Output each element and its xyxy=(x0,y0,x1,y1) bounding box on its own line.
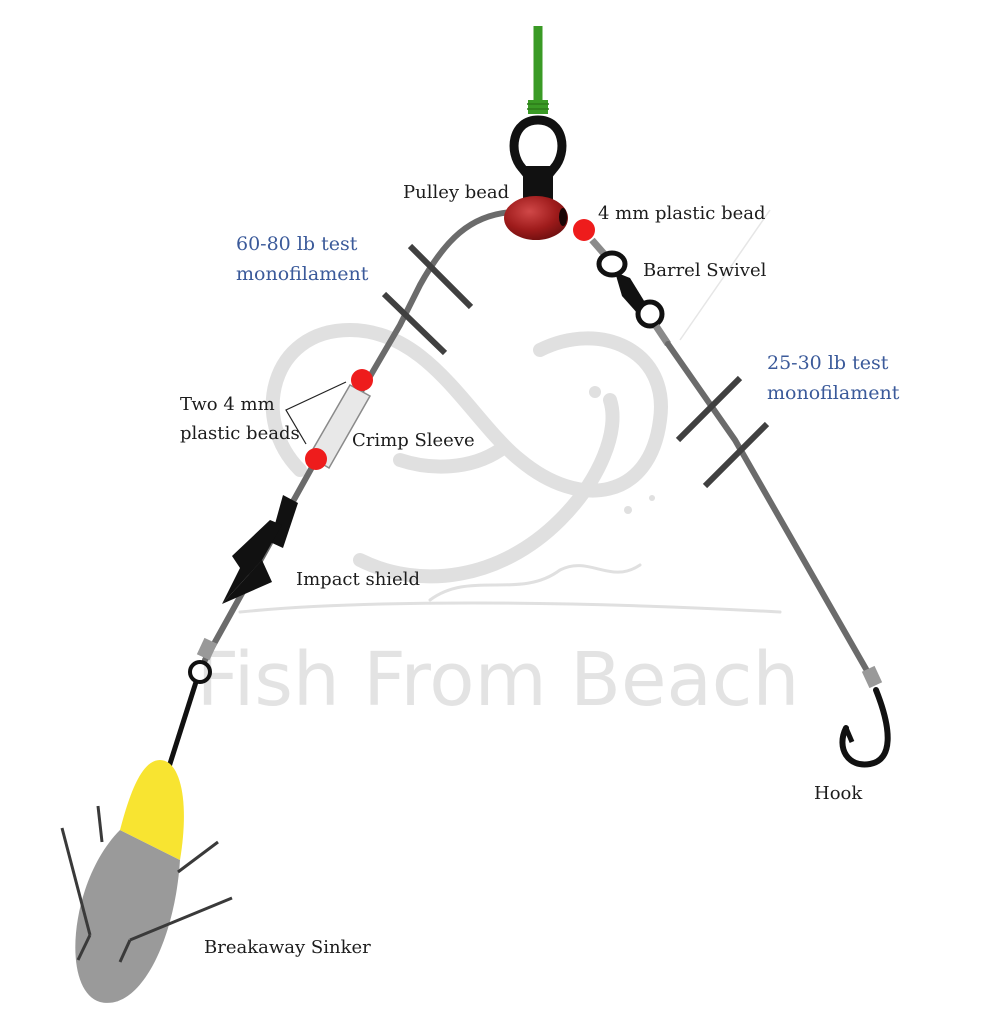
label-hook: Hook xyxy=(814,783,863,804)
plastic-bead-right xyxy=(573,219,595,241)
label-crimp-sleeve: Crimp Sleeve xyxy=(352,430,475,451)
label-pulley-bead: Pulley bead xyxy=(403,182,509,203)
label-heavy-mono-line2: monofilament xyxy=(236,263,369,285)
barrel-swivel-icon xyxy=(596,250,665,329)
label-light-mono-line1: 25-30 lb test xyxy=(767,352,889,374)
leader-crimp xyxy=(196,637,218,661)
label-two-beads-line1: Two 4 mm xyxy=(180,394,275,415)
hook-icon xyxy=(839,687,891,768)
label-barrel-swivel: Barrel Swivel xyxy=(643,260,767,281)
pulley-bead xyxy=(504,196,568,240)
plastic-bead-lower xyxy=(305,448,327,470)
watermark-text: Fish From Beach xyxy=(197,637,800,723)
line-break-mark xyxy=(407,243,474,310)
line-break-mark xyxy=(381,291,448,356)
watermark-logo xyxy=(238,322,782,614)
breakaway-sinker-icon xyxy=(60,760,233,1003)
sinker-leader xyxy=(165,681,199,771)
main-line-knot xyxy=(528,100,548,114)
label-impact-shield: Impact shield xyxy=(296,569,420,590)
sinker-ring xyxy=(188,660,212,684)
heavy-mono-leader xyxy=(202,209,515,663)
label-plastic-bead: 4 mm plastic bead xyxy=(598,203,766,224)
label-heavy-mono-line1: 60-80 lb test xyxy=(236,233,358,255)
crimp-sleeve xyxy=(307,383,372,470)
snap-link-icon xyxy=(509,115,567,200)
plastic-bead-upper xyxy=(351,369,373,391)
label-light-mono-line2: monofilament xyxy=(767,382,900,404)
line-break-mark xyxy=(702,421,770,489)
light-mono-leader xyxy=(665,341,873,679)
watermark-line xyxy=(679,209,771,341)
label-breakaway-sinker: Breakaway Sinker xyxy=(204,937,371,958)
hook-crimp xyxy=(861,665,883,689)
beads-pointer xyxy=(285,381,347,445)
label-two-beads-line2: plastic beads xyxy=(180,423,300,444)
line-break-mark xyxy=(675,375,743,443)
impact-shield-icon xyxy=(222,495,298,604)
